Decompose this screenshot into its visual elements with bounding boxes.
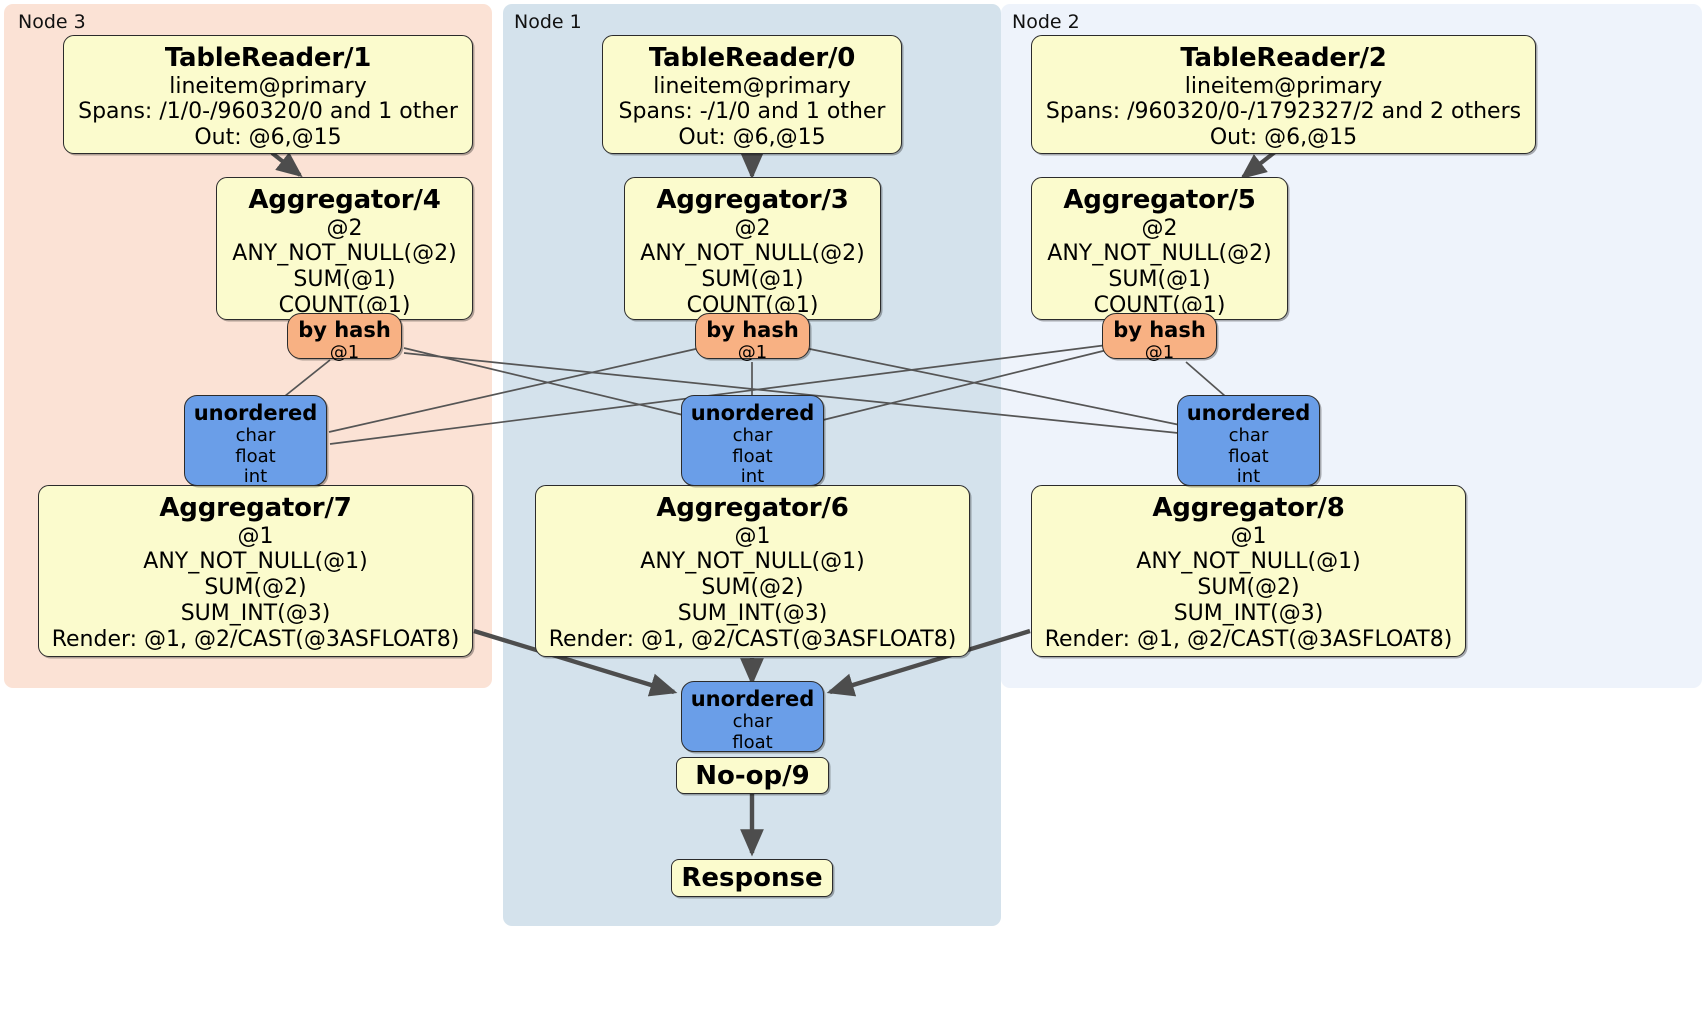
node-title: Aggregator/7 bbox=[159, 493, 352, 523]
node-detail-line: ANY_NOT_NULL(@2) bbox=[1047, 241, 1272, 267]
node-title: Aggregator/6 bbox=[656, 493, 849, 523]
node-detail-line: SUM(@2) bbox=[204, 575, 307, 601]
node-title: Aggregator/3 bbox=[656, 185, 849, 215]
node-detail-line: @1 bbox=[734, 523, 771, 549]
node-detail-line: SUM(@2) bbox=[701, 575, 804, 601]
node-detail-line: Out: @6,@15 bbox=[1209, 125, 1358, 151]
node-detail-line: @1 bbox=[1230, 523, 1267, 549]
router-title: by hash bbox=[706, 318, 799, 342]
synchronizer-unordered-node3[interactable]: unordered char float int bbox=[184, 395, 327, 488]
cluster-label-node2: Node 2 bbox=[1012, 11, 1080, 33]
node-detail-line: @2 bbox=[326, 215, 363, 241]
node-detail-line: lineitem@primary bbox=[653, 73, 851, 99]
node-title: Aggregator/8 bbox=[1152, 493, 1345, 523]
processor-noop-9[interactable]: No-op/9 bbox=[676, 757, 829, 794]
processor-aggregator-3[interactable]: Aggregator/3 @2 ANY_NOT_NULL(@2) SUM(@1)… bbox=[624, 177, 881, 320]
synchronizer-unordered-node1[interactable]: unordered char float int bbox=[681, 395, 824, 488]
node-detail-line: Render: @1, @2/CAST(@3ASFLOAT8) bbox=[548, 626, 957, 652]
node-detail-line: @2 bbox=[734, 215, 771, 241]
node-detail-line: SUM(@2) bbox=[1197, 575, 1300, 601]
processor-aggregator-7[interactable]: Aggregator/7 @1 ANY_NOT_NULL(@1) SUM(@2)… bbox=[38, 485, 473, 657]
sync-title: unordered bbox=[193, 401, 318, 425]
processor-aggregator-8[interactable]: Aggregator/8 @1 ANY_NOT_NULL(@1) SUM(@2)… bbox=[1031, 485, 1466, 657]
node-detail-line: Out: @6,@15 bbox=[678, 125, 826, 151]
processor-tablereader-1[interactable]: TableReader/1 lineitem@primary Spans: /1… bbox=[63, 35, 473, 154]
sync-title: unordered bbox=[690, 401, 815, 425]
node-title: Aggregator/4 bbox=[248, 185, 441, 215]
node-title: TableReader/0 bbox=[648, 43, 856, 73]
router-title: by hash bbox=[1113, 318, 1206, 342]
sync-detail-line: int bbox=[1236, 466, 1261, 488]
processor-aggregator-5[interactable]: Aggregator/5 @2 ANY_NOT_NULL(@2) SUM(@1)… bbox=[1031, 177, 1288, 320]
node-detail-line: lineitem@primary bbox=[169, 73, 367, 99]
sync-detail-line: char bbox=[1228, 424, 1269, 446]
node-title: Response bbox=[681, 863, 823, 893]
sync-detail-line: int bbox=[740, 466, 765, 488]
output-router-by-hash-node2[interactable]: by hash @1 bbox=[1102, 313, 1217, 362]
sync-title: unordered bbox=[690, 687, 815, 711]
sync-detail-line: float bbox=[1228, 445, 1269, 467]
node-detail-line: ANY_NOT_NULL(@2) bbox=[232, 241, 457, 267]
output-router-by-hash-node1[interactable]: by hash @1 bbox=[695, 313, 810, 362]
processor-tablereader-2[interactable]: TableReader/2 lineitem@primary Spans: /9… bbox=[1031, 35, 1536, 154]
sync-detail-line: float bbox=[235, 445, 276, 467]
node-detail-line: SUM_INT(@3) bbox=[677, 600, 828, 626]
node-title: Aggregator/5 bbox=[1063, 185, 1256, 215]
node-detail-line: SUM_INT(@3) bbox=[1173, 600, 1324, 626]
node-detail-line: ANY_NOT_NULL(@1) bbox=[143, 549, 368, 575]
cluster-label-node3: Node 3 bbox=[18, 11, 86, 33]
node-detail-line: ANY_NOT_NULL(@1) bbox=[1136, 549, 1361, 575]
node-detail-line: ANY_NOT_NULL(@2) bbox=[640, 241, 865, 267]
node-detail-line: SUM(@1) bbox=[1108, 267, 1211, 293]
sync-title: unordered bbox=[1186, 401, 1311, 425]
node-detail-line: SUM_INT(@3) bbox=[180, 600, 331, 626]
node-detail-line: SUM(@1) bbox=[293, 267, 396, 293]
processor-aggregator-4[interactable]: Aggregator/4 @2 ANY_NOT_NULL(@2) SUM(@1)… bbox=[216, 177, 473, 320]
synchronizer-unordered-final[interactable]: unordered char float bbox=[681, 681, 824, 752]
node-detail-line: @2 bbox=[1141, 215, 1178, 241]
node-title: No-op/9 bbox=[695, 760, 810, 791]
node-detail-line: @1 bbox=[237, 523, 274, 549]
node-detail-line: Spans: -/1/0 and 1 other bbox=[618, 99, 886, 125]
router-detail-line: @1 bbox=[1144, 341, 1175, 363]
router-detail-line: @1 bbox=[329, 341, 360, 363]
node-detail-line: Out: @6,@15 bbox=[194, 125, 342, 151]
node-detail-line: ANY_NOT_NULL(@1) bbox=[640, 549, 865, 575]
sync-detail-line: char bbox=[732, 424, 773, 446]
node-detail-line: SUM(@1) bbox=[701, 267, 804, 293]
processor-tablereader-0[interactable]: TableReader/0 lineitem@primary Spans: -/… bbox=[602, 35, 902, 154]
node-title: TableReader/1 bbox=[164, 43, 372, 73]
cluster-label-node1: Node 1 bbox=[514, 11, 582, 33]
node-detail-line: Render: @1, @2/CAST(@3ASFLOAT8) bbox=[1044, 626, 1453, 652]
node-detail-line: Render: @1, @2/CAST(@3ASFLOAT8) bbox=[51, 626, 460, 652]
node-detail-line: Spans: /1/0-/960320/0 and 1 other bbox=[78, 99, 458, 125]
node-title: TableReader/2 bbox=[1180, 43, 1387, 73]
sync-detail-line: char bbox=[235, 424, 276, 446]
sync-detail-line: float bbox=[732, 731, 773, 753]
sync-detail-line: int bbox=[243, 466, 268, 488]
processor-response[interactable]: Response bbox=[671, 859, 833, 897]
sync-detail-line: float bbox=[732, 445, 773, 467]
output-router-by-hash-node3[interactable]: by hash @1 bbox=[287, 313, 402, 362]
node-detail-line: lineitem@primary bbox=[1184, 73, 1383, 99]
processor-aggregator-6[interactable]: Aggregator/6 @1 ANY_NOT_NULL(@1) SUM(@2)… bbox=[535, 485, 970, 657]
sync-detail-line: char bbox=[732, 710, 773, 732]
node-detail-line: Spans: /960320/0-/1792327/2 and 2 others bbox=[1045, 99, 1522, 125]
router-title: by hash bbox=[298, 318, 391, 342]
synchronizer-unordered-node2[interactable]: unordered char float int bbox=[1177, 395, 1320, 488]
router-detail-line: @1 bbox=[737, 341, 768, 363]
